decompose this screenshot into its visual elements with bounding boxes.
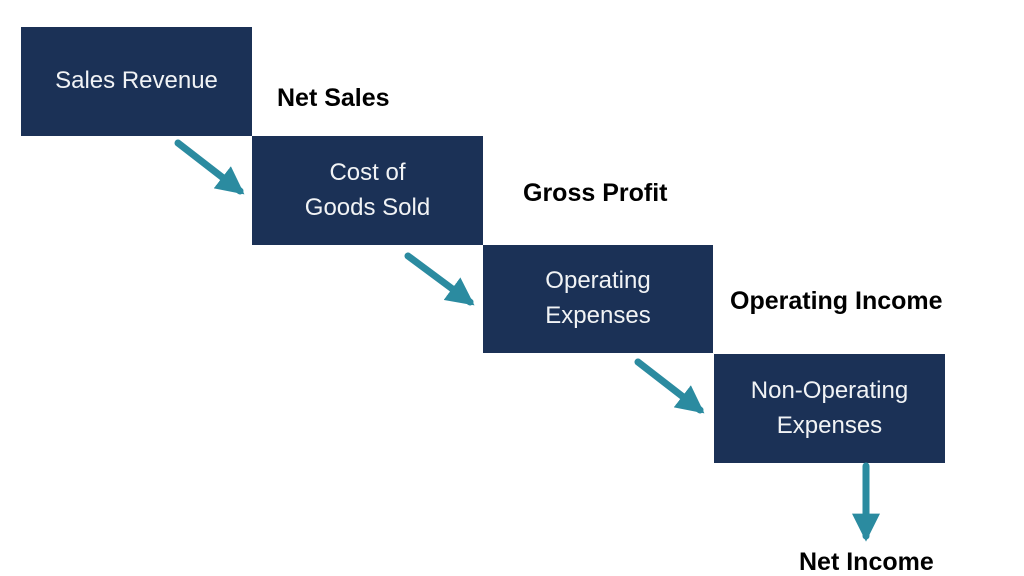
label-operating-income: Operating Income xyxy=(730,287,943,315)
arrow-cogs-to-opex-icon xyxy=(404,252,475,306)
label-net-sales: Net Sales xyxy=(277,84,390,112)
arrow-opex-to-nonopex-icon xyxy=(634,358,705,414)
box-cost-of-goods-sold: Cost of Goods Sold xyxy=(252,136,483,245)
box-non-operating-expenses: Non-Operating Expenses xyxy=(714,354,945,463)
arrow-sales-to-cogs-icon xyxy=(174,139,245,195)
label-net-income: Net Income xyxy=(799,548,934,576)
box-operating-expenses: Operating Expenses xyxy=(483,245,713,353)
label-gross-profit: Gross Profit xyxy=(523,179,668,207)
box-sales-revenue: Sales Revenue xyxy=(21,27,252,136)
